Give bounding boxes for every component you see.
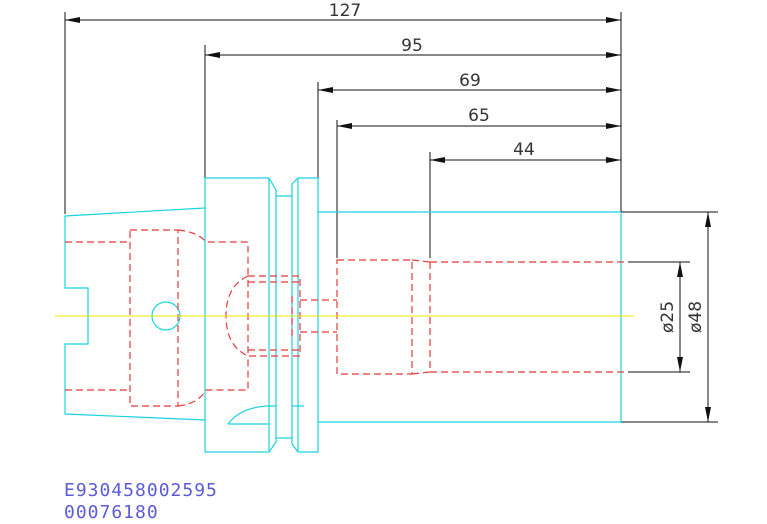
part-outline [64, 177, 622, 453]
dim-44-label: 44 [513, 140, 535, 160]
dim-65-label: 65 [468, 106, 490, 126]
dim-69-label: 69 [459, 71, 481, 91]
hidden-lines [65, 229, 628, 407]
dim-dia48-label: ø48 [686, 301, 706, 333]
dim-95-label: 95 [401, 36, 423, 56]
part-number-code: E930458002595 [64, 480, 218, 501]
dim-dia25-label: ø25 [658, 301, 678, 333]
dimension-lines [64, 12, 718, 423]
dimension-arrows [65, 17, 711, 422]
dim-127-label: 127 [329, 1, 361, 21]
serial-code: 00076180 [64, 502, 159, 523]
